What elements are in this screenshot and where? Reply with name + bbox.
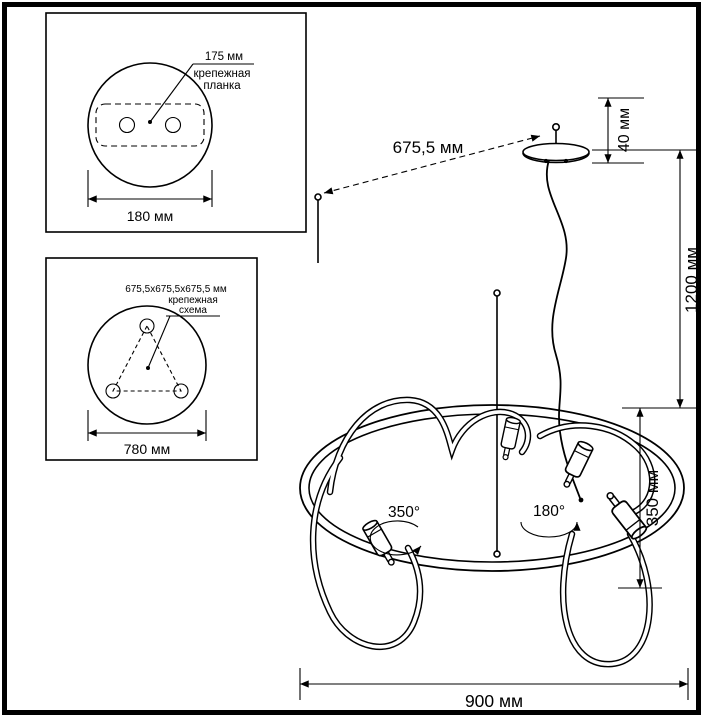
dim-canopy-height: 40 мм xyxy=(592,97,644,164)
mount-plate-inset: 175 мм крепежная планка 180 мм xyxy=(45,12,307,233)
mount-scheme-circle xyxy=(87,305,207,425)
suspension-cable-center xyxy=(493,289,501,558)
dim-top-span-label: 675,5 мм xyxy=(393,138,464,157)
mount-scheme-leader xyxy=(147,315,171,369)
mount-plate-hole-left xyxy=(118,116,136,134)
scheme-caption-line1: крепежная xyxy=(168,295,218,306)
dim-suspension-length: 1200 мм xyxy=(592,149,701,409)
suspension-cable-right xyxy=(546,159,581,499)
cable-end-dot xyxy=(578,497,584,503)
scheme-spacing-label: 675,5x675,5x675,5 мм xyxy=(125,284,227,295)
scheme-width-label: 780 мм xyxy=(124,441,171,457)
fixture-drawing: 350° 180° 675,5 мм 40 мм 1200 мм xyxy=(299,97,701,711)
dim-suspension-length-label: 1200 мм xyxy=(682,247,701,313)
page-frame xyxy=(2,2,701,715)
mount-scheme-inset: 675,5x675,5x675,5 мм крепежная схема 780… xyxy=(45,257,258,461)
scheme-caption-line2: схема xyxy=(179,305,207,316)
dim-body-height: 350 мм xyxy=(618,408,662,589)
suspension-cable-left xyxy=(314,193,322,263)
dim-canopy-height-label: 40 мм xyxy=(616,108,633,152)
rotation-180-arc xyxy=(520,521,581,538)
rotation-annotation-350: 350° xyxy=(369,504,422,556)
mount-plate-circle xyxy=(87,62,213,188)
flexible-tube xyxy=(309,396,656,668)
rotation-350-label: 350° xyxy=(388,504,420,521)
mount-plate-bracket xyxy=(95,103,205,147)
plate-caption-line2: планка xyxy=(203,80,241,92)
dim-diameter-label: 900 мм xyxy=(465,691,523,711)
rotation-350-arc xyxy=(369,520,422,556)
plate-hole-spacing-label: 175 мм xyxy=(205,51,243,63)
mount-scheme-border xyxy=(45,257,258,461)
rotation-annotation-180: 180° xyxy=(520,503,581,538)
dim-top-span: 675,5 мм xyxy=(323,134,541,195)
mount-plate-border xyxy=(45,12,307,233)
rotation-180-label: 180° xyxy=(533,503,565,520)
mount-scheme-triangle xyxy=(112,324,182,392)
plate-caption-line1: крепежная xyxy=(194,68,251,80)
plate-width-label: 180 мм xyxy=(127,208,174,224)
mount-plate-hole-right xyxy=(164,116,182,134)
dim-diameter: 900 мм xyxy=(299,668,689,711)
mount-scheme-hole-top xyxy=(139,318,155,334)
dim-body-height-label: 350 мм xyxy=(643,470,662,526)
mount-plate-leader xyxy=(149,63,194,123)
